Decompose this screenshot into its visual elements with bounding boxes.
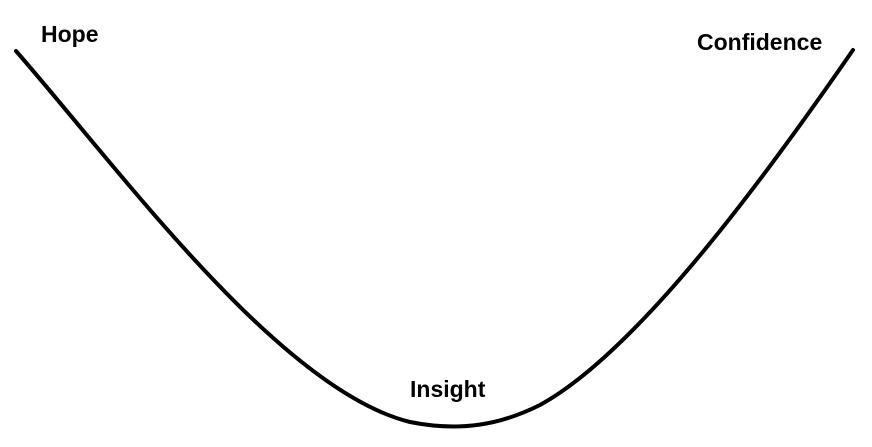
u-curve-line — [14, 48, 855, 429]
label-confidence: Confidence — [697, 29, 823, 55]
label-hope: Hope — [41, 21, 99, 47]
label-insight: Insight — [410, 376, 486, 402]
